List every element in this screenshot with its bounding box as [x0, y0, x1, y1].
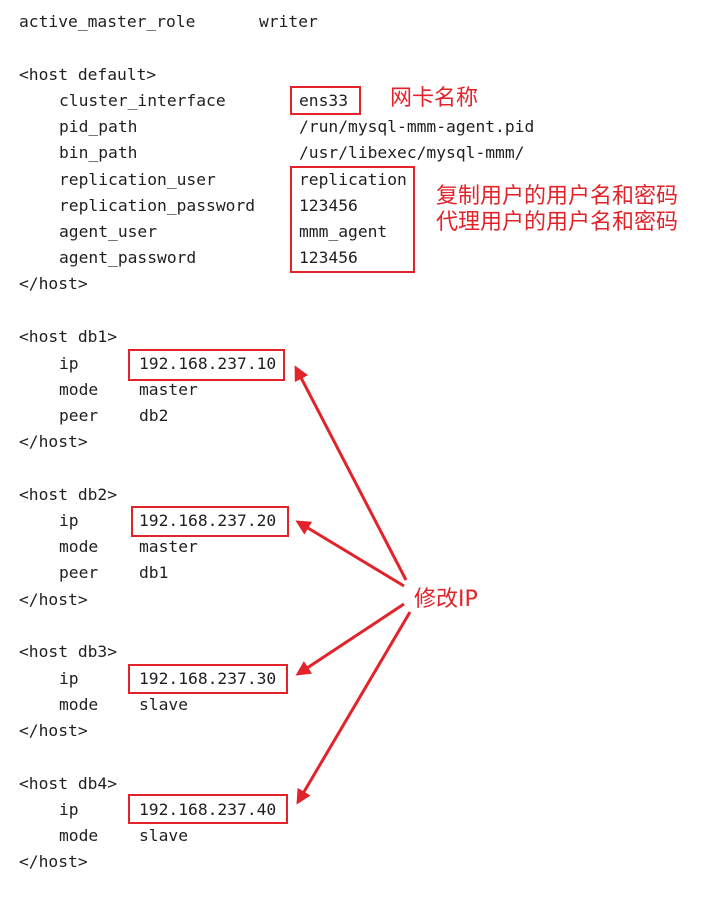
- db2-ip-value: 192.168.237.20: [139, 511, 277, 530]
- host-db3-open-tag: <host db3>: [19, 642, 118, 661]
- key-pid-path: pid_path: [59, 117, 138, 136]
- highlight-box-db1-ip: [128, 349, 285, 381]
- db3-ip-value: 192.168.237.30: [139, 669, 277, 688]
- db3-mode-value: slave: [139, 695, 189, 714]
- db2-peer-key: peer: [59, 563, 99, 582]
- key-bin-path: bin_path: [59, 143, 138, 162]
- key-replication-user: replication_user: [59, 170, 216, 189]
- value-pid-path: /run/mysql-mmm-agent.pid: [299, 117, 535, 136]
- annotation-agent-credentials: 代理用户的用户名和密码: [436, 210, 679, 235]
- db4-ip-key: ip: [59, 800, 79, 819]
- db1-peer-value: db2: [139, 406, 169, 425]
- key-replication-password: replication_password: [59, 196, 256, 215]
- annotation-nic-name: 网卡名称: [390, 86, 479, 111]
- db2-mode-value: master: [139, 537, 198, 556]
- highlight-box-db2-ip: [131, 506, 289, 537]
- db1-mode-key: mode: [59, 380, 99, 399]
- annotation-replication-credentials: 复制用户的用户名和密码: [436, 184, 679, 209]
- db2-peer-value: db1: [139, 563, 169, 582]
- db2-mode-key: mode: [59, 537, 99, 556]
- value-cluster-interface: ens33: [299, 91, 349, 110]
- key-agent-user: agent_user: [59, 222, 158, 241]
- arrow-to-db1-ip: [294, 365, 408, 581]
- host-default-open-tag: <host default>: [19, 65, 157, 84]
- arrow-to-db2-ip: [295, 520, 405, 588]
- host-db2-open-tag: <host db2>: [19, 485, 118, 504]
- db4-mode-key: mode: [59, 826, 99, 845]
- db1-mode-value: master: [139, 380, 198, 399]
- highlight-box-db4-ip: [128, 794, 288, 824]
- db1-ip-value: 192.168.237.10: [139, 354, 277, 373]
- highlight-box-credentials: [290, 166, 415, 273]
- arrow-to-db3-ip: [295, 602, 405, 676]
- value-replication-password: 123456: [299, 196, 358, 215]
- config-value-active-master-role: writer: [259, 12, 318, 31]
- host-db1-open-tag: <host db1>: [19, 327, 118, 346]
- arrow-to-db4-ip: [296, 611, 412, 805]
- db2-ip-key: ip: [59, 511, 79, 530]
- value-agent-user: mmm_agent: [299, 222, 388, 241]
- db3-mode-key: mode: [59, 695, 99, 714]
- db4-ip-value: 192.168.237.40: [139, 800, 277, 819]
- key-cluster-interface: cluster_interface: [59, 91, 226, 110]
- db3-ip-key: ip: [59, 669, 79, 688]
- host-db1-close-tag: </host>: [19, 432, 88, 451]
- host-db4-open-tag: <host db4>: [19, 774, 118, 793]
- highlight-box-cluster-interface: [290, 86, 361, 115]
- host-db3-close-tag: </host>: [19, 721, 88, 740]
- db4-mode-value: slave: [139, 826, 189, 845]
- value-bin-path: /usr/libexec/mysql-mmm/: [299, 143, 525, 162]
- key-agent-password: agent_password: [59, 248, 197, 267]
- annotation-modify-ip: 修改IP: [414, 587, 478, 612]
- host-default-close-tag: </host>: [19, 274, 88, 293]
- host-db2-close-tag: </host>: [19, 590, 88, 609]
- value-agent-password: 123456: [299, 248, 358, 267]
- db1-ip-key: ip: [59, 354, 79, 373]
- value-replication-user: replication: [299, 170, 407, 189]
- host-db4-close-tag: </host>: [19, 852, 88, 871]
- db1-peer-key: peer: [59, 406, 99, 425]
- highlight-box-db3-ip: [128, 664, 288, 694]
- config-key-active-master-role: active_master_role: [19, 12, 196, 31]
